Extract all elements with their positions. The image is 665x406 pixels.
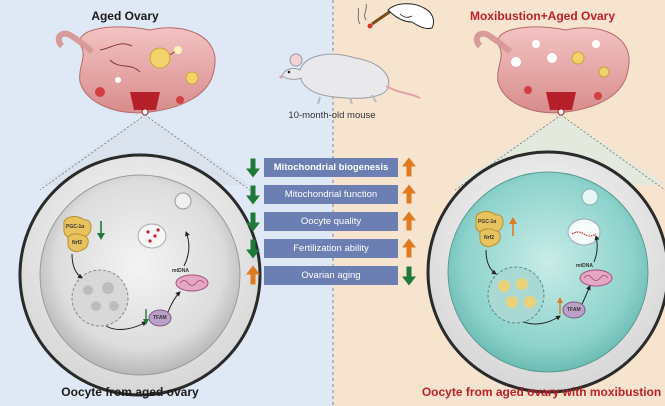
left-oocyte-illustration (18, 153, 262, 397)
right-pgc1a-label: PGC-1α (478, 219, 497, 225)
left-nrf2-label: Nrf2 (72, 240, 83, 246)
row-label: Fertilization ability (264, 239, 398, 258)
right-bottom-caption: Oocyte from aged ovary with moxibustion (421, 385, 662, 399)
right-trend-up-arrow (402, 157, 416, 177)
right-treated-ovary-illustration (473, 26, 630, 116)
right-oocyte-illustration (426, 150, 665, 394)
moxibustion-hand-illustration (357, 3, 435, 29)
left-trend-up-arrow (246, 265, 260, 285)
left-trend-down-arrow (246, 158, 260, 178)
row-label: Mitochondrial biogenesis (264, 158, 398, 177)
right-trend-up-arrow (402, 211, 416, 231)
left-mtdna-label: mtDNA (172, 268, 189, 274)
left-tfam-label: TFAM (153, 315, 167, 321)
mouse-caption: 10-month-old mouse (288, 110, 376, 121)
left-panel-title: Aged Ovary (91, 9, 159, 23)
right-trend-up-arrow (402, 184, 416, 204)
left-trend-down-arrow (246, 212, 260, 232)
row-label: Ovarian aging (264, 266, 398, 285)
right-trend-up-arrow (402, 238, 416, 258)
row-label: Mitochondrial function (264, 185, 398, 204)
right-panel-title: Moxibustion+Aged Ovary (469, 9, 616, 23)
left-trend-down-arrow (246, 239, 260, 259)
right-nrf2-label: Nrf2 (484, 235, 495, 241)
right-tfam-label: TFAM (567, 307, 581, 313)
left-bottom-caption: Oocyte from aged ovary (61, 385, 199, 399)
mouse-illustration (279, 53, 421, 105)
left-aged-ovary-illustration (55, 26, 216, 116)
left-trend-down-arrow (246, 185, 260, 205)
right-trend-down-arrow (402, 266, 416, 286)
left-pgc1a-label: PGC-1α (66, 224, 85, 230)
right-mtdna-label: mtDNA (576, 263, 593, 269)
row-label: Oocyte quality (264, 212, 398, 231)
